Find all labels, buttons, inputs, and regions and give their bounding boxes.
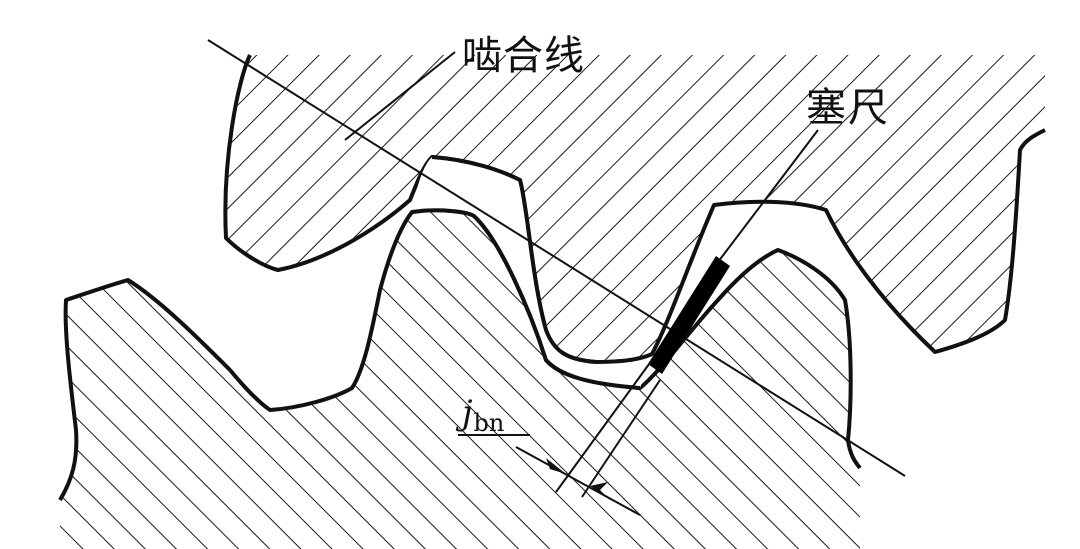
line-of-action	[207, 39, 906, 477]
clearance-lower-edge	[411, 208, 641, 390]
backlash-arrow-right	[590, 482, 610, 500]
backlash-symbol: j	[462, 393, 473, 433]
backlash-label-underline	[458, 434, 530, 436]
backlash-arrow-left	[540, 458, 566, 474]
backlash-dimension-line	[515, 446, 641, 516]
meshing-line-label: 啮合线	[462, 33, 585, 79]
upper-gear-section	[225, 55, 1045, 362]
backlash-subscript: bn	[473, 409, 505, 437]
lower-gear-section	[60, 210, 860, 549]
feeler-gauge-leader	[717, 129, 819, 263]
clearance-upper-edge	[431, 155, 653, 365]
backlash-extension-2	[581, 379, 661, 498]
meshing-line-leader	[344, 51, 456, 141]
backlash-extension-1	[555, 359, 653, 493]
feeler-gauge-strip	[648, 256, 730, 374]
backlash-label: jbn	[458, 393, 530, 437]
feeler-gauge-label: 塞尺	[806, 85, 890, 131]
